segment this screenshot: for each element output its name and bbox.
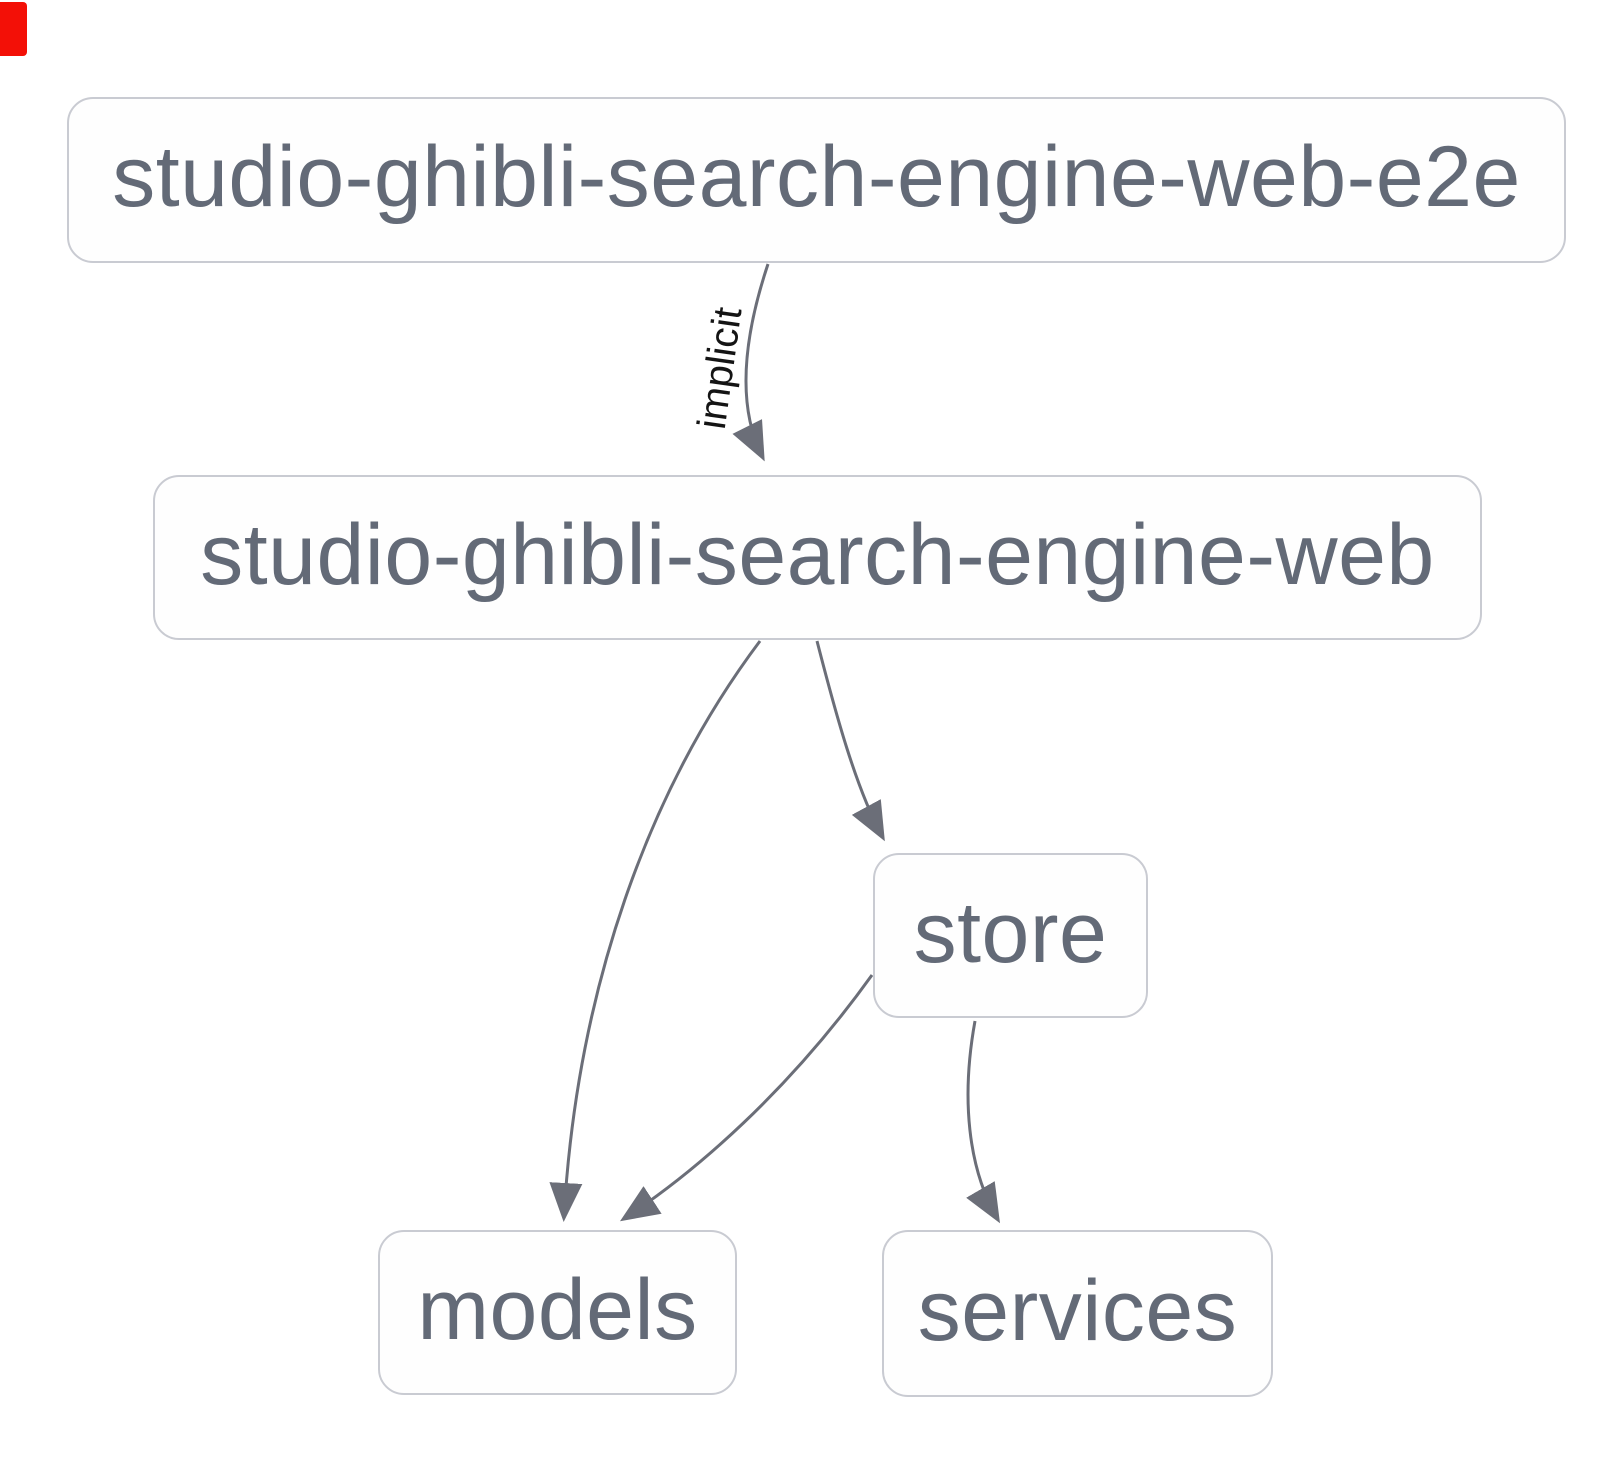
- edge-studio-ghibli-search-engine-web-to-models: [549, 640, 762, 1222]
- edge-label-implicit: implicit: [690, 305, 751, 432]
- edge-studio-ghibli-search-engine-web-to-store: [815, 640, 885, 842]
- node-label-models: models: [417, 1261, 698, 1358]
- edge-store-to-services: [966, 1020, 1001, 1224]
- edge-store-to-models: [619, 974, 874, 1222]
- node-store[interactable]: store: [873, 853, 1148, 1018]
- node-studio-ghibli-search-engine-web[interactable]: studio-ghibli-search-engine-web: [153, 475, 1482, 640]
- node-services[interactable]: services: [882, 1230, 1273, 1397]
- node-label-studio-ghibli-search-engine-web: studio-ghibli-search-engine-web: [200, 506, 1435, 603]
- node-label-store: store: [913, 884, 1108, 981]
- edge-studio-ghibli-search-engine-web-e2e-to-studio-ghibli-search-engine-web: [732, 263, 770, 462]
- recording-indicator: [0, 2, 27, 56]
- node-studio-ghibli-search-engine-web-e2e[interactable]: studio-ghibli-search-engine-web-e2e: [67, 97, 1566, 263]
- node-models[interactable]: models: [378, 1230, 737, 1395]
- node-label-studio-ghibli-search-engine-web-e2e: studio-ghibli-search-engine-web-e2e: [112, 129, 1521, 225]
- node-label-services: services: [917, 1262, 1238, 1359]
